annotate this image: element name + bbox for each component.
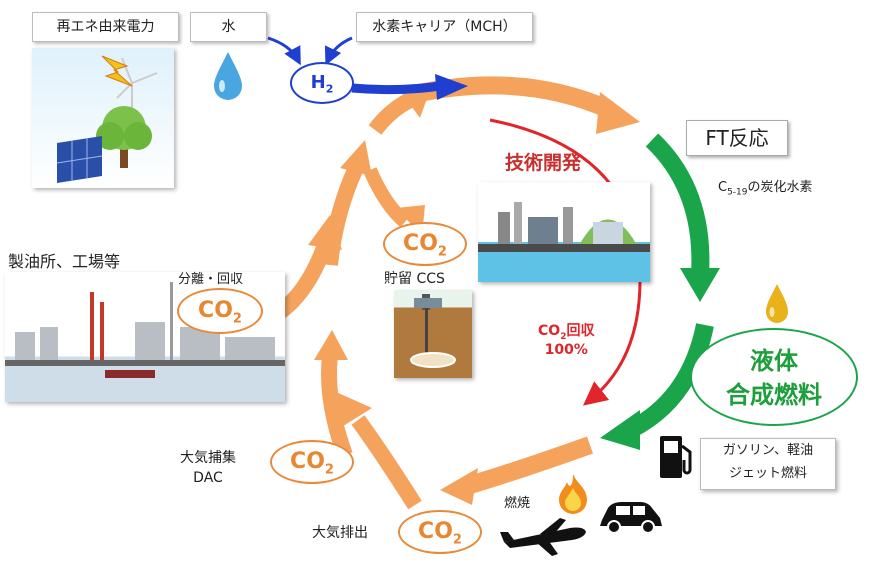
co2-emission-oval: CO2 xyxy=(398,510,482,554)
blue-arrow-carrier xyxy=(324,36,353,66)
solar-panel-icon xyxy=(56,136,103,183)
h2-subscript: 2 xyxy=(325,82,334,96)
hydrocarbon-label: C5-19の炭化水素 xyxy=(718,180,813,198)
co2-refinery-oval: CO2 xyxy=(177,288,263,334)
ccs-image xyxy=(394,290,472,378)
orange-arrow-dac-head xyxy=(336,392,372,428)
orange-arrow-left-lower-head xyxy=(314,330,348,360)
dac-label: 大気捕集 DAC xyxy=(180,450,236,486)
blue-arrow-water xyxy=(267,36,301,66)
orange-arrow-bottom xyxy=(467,436,594,494)
lightning-icon xyxy=(101,55,133,87)
water-drop-icon xyxy=(214,52,242,100)
storage-ccs-label: 貯留 CCS xyxy=(384,271,445,287)
orange-arrow-left-top xyxy=(368,92,414,135)
co2-recovery-label: CO2回収 100% xyxy=(538,323,595,358)
blue-arrow-h2-head xyxy=(435,74,468,100)
renewable-image xyxy=(32,48,174,188)
orange-arrow-refinery-head xyxy=(308,215,342,250)
refinery-label: 製油所、工場等 xyxy=(8,252,121,271)
oil-drop-icon xyxy=(766,284,788,323)
green-arrow-upper xyxy=(645,133,710,276)
orange-arrow-ccs xyxy=(363,167,410,228)
blue-arrow-h2 xyxy=(351,81,441,95)
orange-arrow-bottom-head xyxy=(440,468,478,505)
emission-label: 大気排出 xyxy=(312,525,368,541)
water-label: 水 xyxy=(190,12,267,42)
h2-text: H xyxy=(310,72,326,93)
fuel-pump-icon xyxy=(660,436,692,478)
renewable-label: 再エネ由来電力 xyxy=(32,12,179,42)
fuels-box: ガソリン、軽油 ジェット燃料 xyxy=(700,438,836,490)
orange-arrow-top-head xyxy=(596,92,640,134)
factory-image xyxy=(478,182,650,282)
orange-arrow-left-lower xyxy=(321,354,353,458)
combustion-label: 燃焼 xyxy=(504,496,531,511)
liquid-fuel-line2: 合成燃料 xyxy=(726,381,822,409)
green-arrow-lower-head xyxy=(600,410,640,450)
green-arrow-upper-head xyxy=(680,268,720,302)
h2-oval: H2 xyxy=(290,62,354,104)
ft-reaction-label: FT反応 xyxy=(686,120,788,156)
fire-icon xyxy=(559,474,587,514)
car-icon xyxy=(600,502,662,534)
liquid-fuel-line1: 液体 xyxy=(750,347,798,375)
co2-ccs-oval: CO2 xyxy=(383,222,467,266)
orange-arrow-left-top-head xyxy=(398,88,430,118)
orange-arrow-dac xyxy=(351,415,422,510)
separation-label: 分離・回収 xyxy=(178,272,244,287)
orange-arrow-left-mid-head xyxy=(340,140,372,176)
liquid-fuel-oval: 液体 合成燃料 xyxy=(690,328,858,426)
tree-icon xyxy=(96,106,152,168)
co2-dac-oval: CO2 xyxy=(270,440,354,484)
carrier-label: 水素キャリア（MCH） xyxy=(356,12,533,42)
tech-development-label: 技術開発 xyxy=(505,152,582,174)
green-arrow-lower xyxy=(625,323,714,439)
airplane-icon xyxy=(500,518,586,556)
orange-arrow-left-mid xyxy=(322,166,363,266)
